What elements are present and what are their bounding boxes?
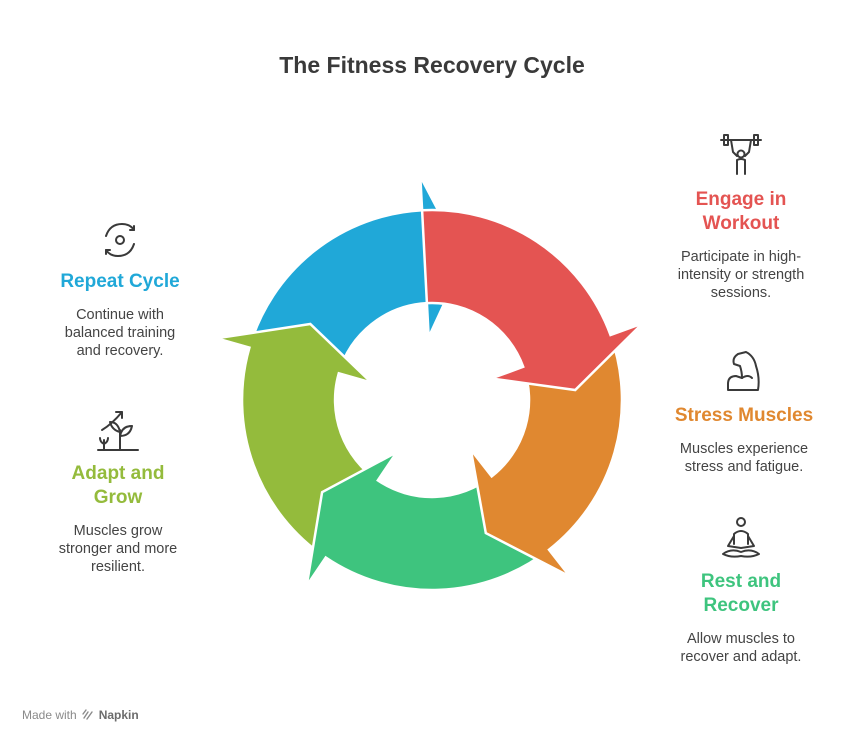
step-heading: Rest and Recover	[700, 571, 782, 616]
step-description: Muscles grow stronger and more resilient…	[58, 523, 178, 575]
step-rest: Rest and Recover Allow muscles to recove…	[641, 514, 841, 666]
meditation-icon	[722, 517, 760, 558]
step-description: Participate in high-intensity or strengt…	[677, 249, 805, 301]
step-heading: Stress Muscles	[674, 405, 814, 426]
step-description: Allow muscles to recover and adapt.	[680, 631, 802, 665]
step-adapt: Adapt and Grow Muscles grow stronger and…	[18, 406, 218, 576]
step-heading: Repeat Cycle	[60, 271, 180, 292]
diagram-title: The Fitness Recovery Cycle	[279, 52, 585, 78]
step-engage: Engage in Workout Participate in high-in…	[641, 132, 841, 302]
cycle-arrow-stress	[469, 333, 624, 578]
napkin-logo-icon	[82, 709, 93, 720]
step-description: Muscles experience stress and fatigue.	[679, 441, 809, 475]
growth-plant-icon	[97, 411, 139, 451]
step-repeat: Repeat Cycle Continue with balanced trai…	[20, 214, 220, 360]
flexed-bicep-icon	[727, 351, 760, 391]
cycle-arrows-icon	[105, 223, 135, 257]
step-description: Continue with balanced training and reco…	[64, 307, 176, 359]
footer-prefix: Made with	[22, 708, 77, 722]
step-stress: Stress Muscles Muscles experience stress…	[644, 348, 844, 476]
cycle-arrow-engage	[420, 208, 644, 392]
step-heading: Engage in Workout	[695, 189, 787, 234]
step-heading: Adapt and Grow	[71, 463, 165, 508]
weightlifter-icon	[720, 134, 762, 175]
footer: Made with Napkin	[22, 708, 139, 722]
footer-brand: Napkin	[98, 708, 139, 722]
